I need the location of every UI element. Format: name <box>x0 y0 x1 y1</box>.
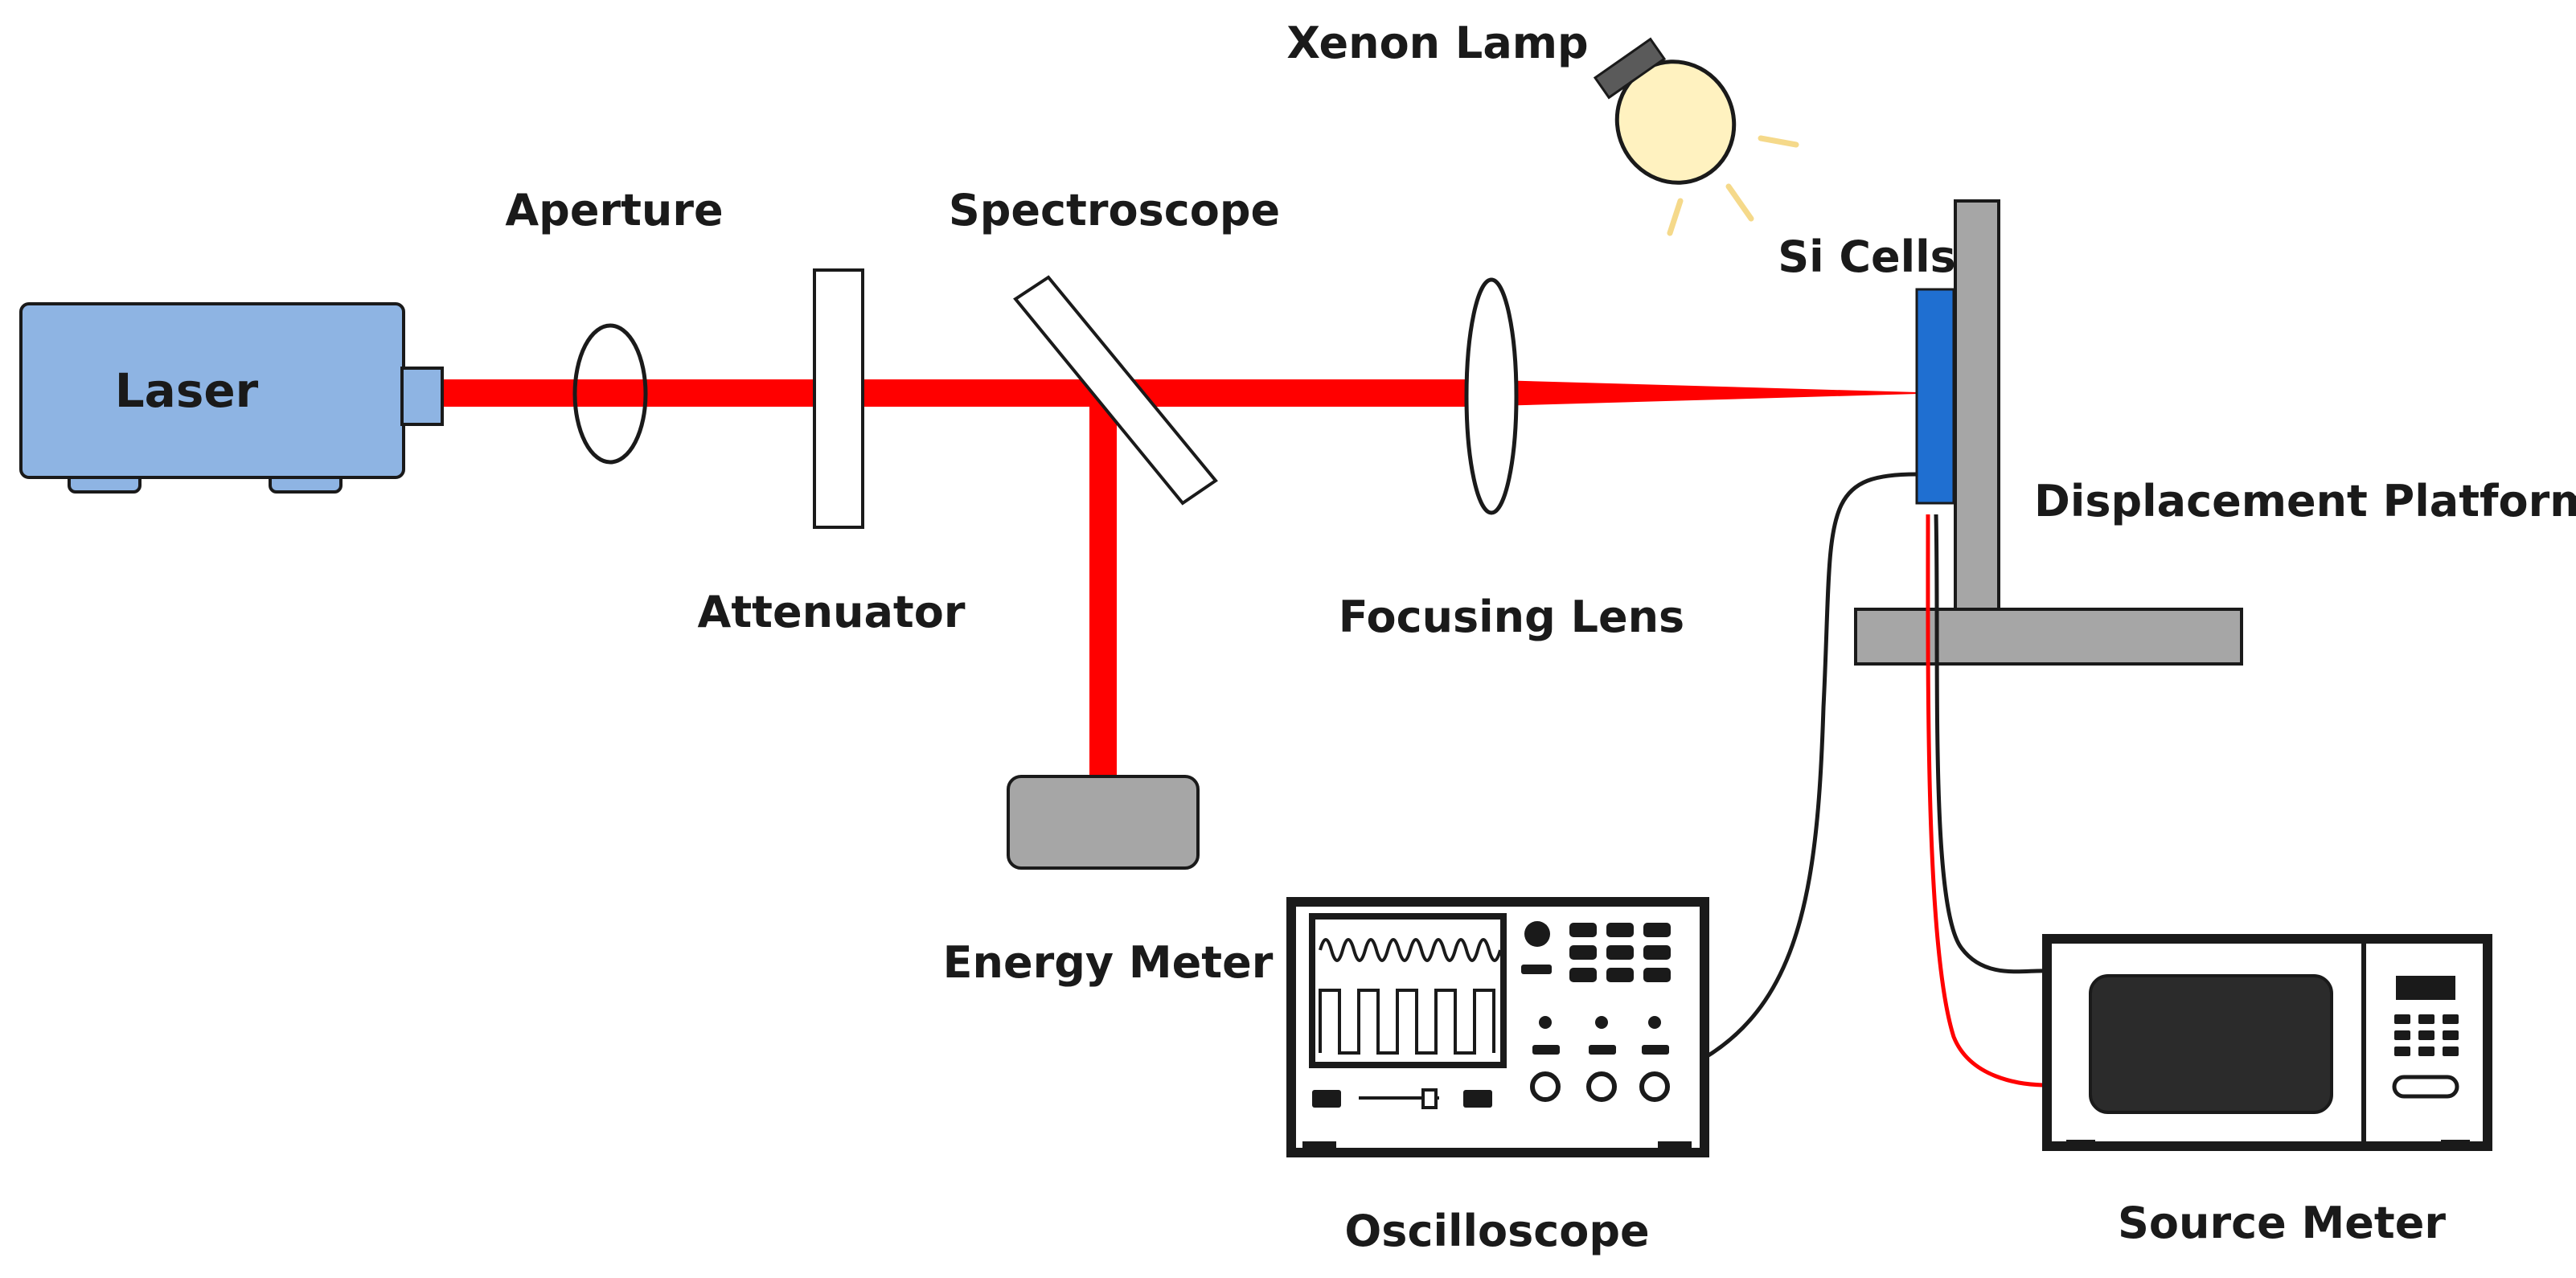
si-cell-panel <box>1915 288 1955 505</box>
control-button-2 <box>1606 923 1634 937</box>
source-meter-black-cable <box>1934 514 2048 974</box>
right-port <box>1463 1090 1492 1108</box>
left-port <box>1312 1090 1341 1108</box>
source-meter: Source Meter <box>2042 934 2492 1248</box>
key-3 <box>2443 1014 2459 1024</box>
source-meter-display <box>2396 976 2455 1000</box>
key-1 <box>2394 1014 2410 1024</box>
key-8 <box>2418 1047 2434 1056</box>
attenuator-plate <box>813 268 864 529</box>
sine-wave-trace <box>1319 938 1502 962</box>
reflected-beam <box>1089 407 1117 776</box>
control-button-1 <box>1569 923 1597 937</box>
key-2 <box>2418 1014 2434 1024</box>
focusing-lens: Focusing Lens <box>1339 277 1684 642</box>
source-meter-keypad <box>2394 1014 2459 1056</box>
key-5 <box>2418 1030 2434 1040</box>
attenuator-label: Attenuator <box>698 587 966 637</box>
energy-meter-label: Energy Meter <box>943 937 1274 988</box>
channel-slot-2 <box>1589 1045 1616 1055</box>
channel-slot-1 <box>1532 1045 1560 1055</box>
oscilloscope-foot-right <box>1658 1141 1692 1156</box>
indicator-dot-3 <box>1648 1016 1661 1029</box>
knob-3-icon <box>1639 1071 1670 1102</box>
control-button-7 <box>1569 968 1597 982</box>
aperture: Aperture <box>505 185 724 465</box>
displacement-platform: Displacement Platform <box>1854 199 2576 666</box>
control-button-9 <box>1643 968 1671 982</box>
source-meter-red-cable <box>1926 514 2048 1088</box>
spectroscope-label: Spectroscope <box>949 185 1280 236</box>
key-7 <box>2394 1047 2410 1056</box>
control-button-5 <box>1606 945 1634 960</box>
oscilloscope: Oscilloscope <box>1286 897 1709 1256</box>
indicator-dot-2 <box>1595 1016 1608 1029</box>
oscilloscope-foot-left <box>1302 1141 1336 1156</box>
square-wave-trace <box>1319 989 1495 1055</box>
source-meter-foot-left <box>2066 1140 2095 1151</box>
source-meter-label: Source Meter <box>2118 1198 2446 1248</box>
spectroscope-mirror <box>1013 275 1218 506</box>
si-cells-label: Si Cells <box>1778 231 1956 282</box>
source-meter-handle <box>2392 1075 2459 1099</box>
aperture-label: Aperture <box>505 185 723 236</box>
source-meter-window <box>2089 974 2333 1114</box>
indicator-dot-1 <box>1539 1016 1552 1029</box>
laser-source: Laser <box>19 302 444 494</box>
source-meter-foot-right <box>2441 1140 2470 1151</box>
knob-2-icon <box>1586 1071 1617 1102</box>
lamp-rays <box>1667 135 1799 236</box>
oscilloscope-controls <box>1312 921 1671 1108</box>
menu-button <box>1521 965 1552 974</box>
si-cells: Si Cells <box>1778 231 1956 505</box>
slider-knob <box>1421 1088 1438 1109</box>
channel-slot-3 <box>1642 1045 1669 1055</box>
focused-beam <box>1468 379 1918 407</box>
focusing-lens-label: Focusing Lens <box>1339 592 1684 642</box>
lamp-cap <box>1593 37 1667 100</box>
laser-label: Laser <box>115 363 259 418</box>
control-button-6 <box>1643 945 1671 960</box>
focusing-lens-element <box>1464 277 1519 515</box>
control-button-8 <box>1606 968 1634 982</box>
key-9 <box>2443 1047 2459 1056</box>
control-button-4 <box>1569 945 1597 960</box>
key-4 <box>2394 1030 2410 1040</box>
oscilloscope-knobs <box>1530 1071 1670 1102</box>
xenon-lamp-label: Xenon Lamp <box>1286 18 1588 68</box>
knob-1-icon <box>1530 1071 1561 1102</box>
aperture-lens <box>572 323 648 465</box>
attenuator: Attenuator <box>698 268 966 637</box>
energy-meter: Energy Meter <box>943 775 1274 988</box>
laser-output-port <box>400 367 444 426</box>
laser-beam <box>441 379 1918 776</box>
energy-meter-body <box>1007 775 1200 870</box>
xenon-lamp: Xenon Lamp <box>1286 18 1799 236</box>
spectroscope: Spectroscope <box>949 185 1280 506</box>
main-beam <box>441 379 1470 407</box>
control-button-3 <box>1643 923 1671 937</box>
platform-base <box>1854 608 2243 666</box>
oscilloscope-label: Oscilloscope <box>1344 1206 1649 1256</box>
power-knob-icon <box>1524 921 1550 947</box>
key-6 <box>2443 1030 2459 1040</box>
platform-column <box>1954 199 2000 612</box>
displacement-platform-label: Displacement Platform <box>2034 476 2576 526</box>
